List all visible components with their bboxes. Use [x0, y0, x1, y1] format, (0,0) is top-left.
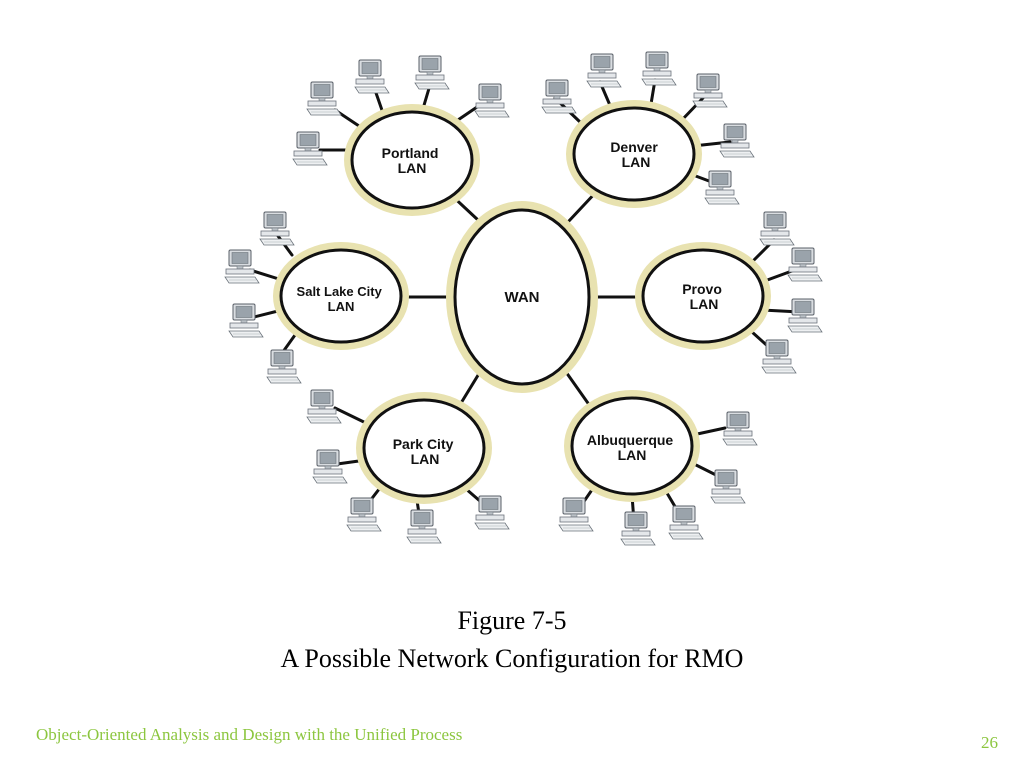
- lan-label-denver: Denver LAN: [610, 139, 661, 170]
- lan-label-portland: Portland LAN: [382, 145, 443, 176]
- lan-node-denver: Denver LAN: [566, 100, 702, 208]
- desktop-computer-icon: [620, 511, 656, 546]
- desktop-computer-icon: [641, 51, 677, 86]
- desktop-computer-icon: [668, 505, 704, 540]
- lan-label-provo: Provo LAN: [682, 281, 726, 312]
- desktop-computer-icon: [414, 55, 450, 90]
- figure-number: Figure 7-5: [457, 606, 567, 635]
- desktop-computer-icon: [354, 59, 390, 94]
- desktop-computer-icon: [787, 298, 823, 333]
- desktop-computer-icon: [306, 389, 342, 424]
- lan-label-albuquerque: Albuquerque LAN: [587, 432, 677, 463]
- desktop-computer-icon: [259, 211, 295, 246]
- lan-label-park-city: Park City LAN: [393, 436, 458, 467]
- network-diagram: WAN Portland LAN Denver LAN Salt Lake Ci…: [224, 51, 823, 546]
- lan-node-provo: Provo LAN: [635, 242, 771, 350]
- desktop-computer-icon: [266, 349, 302, 384]
- desktop-computer-icon: [692, 73, 728, 108]
- lan-node-portland: Portland LAN: [344, 104, 480, 216]
- desktop-computer-icon: [719, 123, 755, 158]
- page-number: 26: [981, 733, 998, 752]
- desktop-computer-icon: [474, 495, 510, 530]
- desktop-computer-icon: [312, 449, 348, 484]
- footer-course-title: Object-Oriented Analysis and Design with…: [36, 725, 463, 744]
- desktop-computer-icon: [541, 79, 577, 114]
- desktop-computer-icon: [346, 497, 382, 532]
- link-wan-albuquerque: [564, 370, 592, 408]
- lan-node-park-city: Park City LAN: [356, 392, 492, 504]
- desktop-computer-icon: [224, 249, 260, 284]
- desktop-computer-icon: [306, 81, 342, 116]
- desktop-computer-icon: [787, 247, 823, 282]
- lan-node-albuquerque: Albuquerque LAN: [564, 390, 700, 502]
- wan-node: WAN: [446, 201, 598, 393]
- wan-label: WAN: [505, 289, 540, 306]
- desktop-computer-icon: [704, 170, 740, 205]
- desktop-computer-icon: [710, 469, 746, 504]
- desktop-computer-icon: [406, 509, 442, 544]
- lan-label-salt-lake-city: Salt Lake City LAN: [297, 284, 386, 314]
- desktop-computer-icon: [722, 411, 758, 446]
- figure-title: A Possible Network Configuration for RMO: [280, 644, 744, 673]
- desktop-computer-icon: [761, 339, 797, 374]
- desktop-computer-icon: [558, 497, 594, 532]
- desktop-computer-icon: [228, 303, 264, 338]
- desktop-computer-icon: [474, 83, 510, 118]
- desktop-computer-icon: [759, 211, 795, 246]
- desktop-computer-icon: [586, 53, 622, 88]
- lan-node-salt-lake-city: Salt Lake City LAN: [273, 242, 409, 350]
